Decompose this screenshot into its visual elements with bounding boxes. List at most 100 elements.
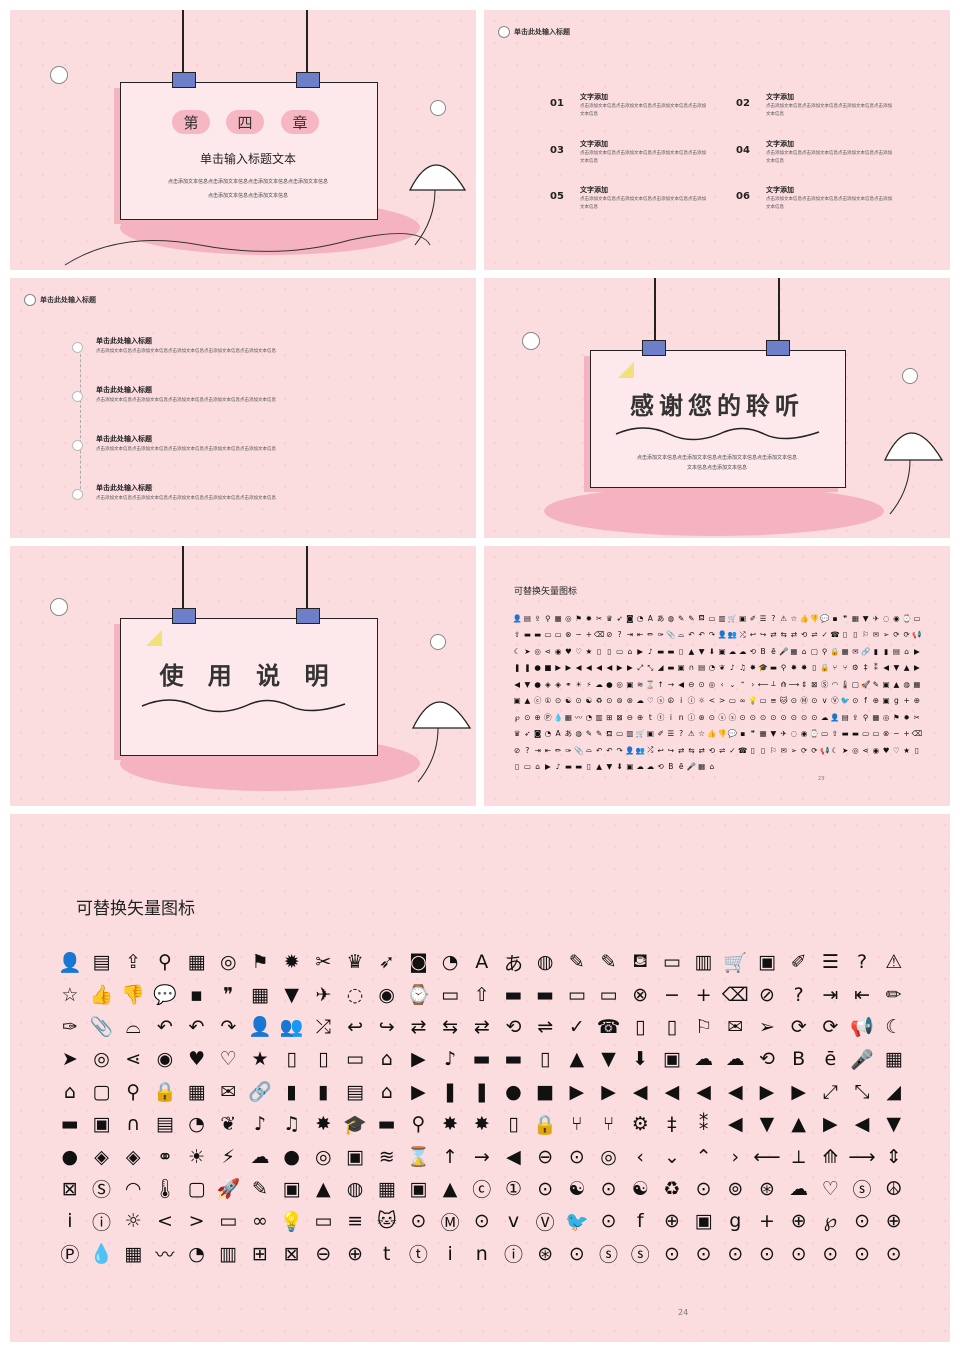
vector-icon: 💡: [279, 1210, 304, 1233]
vector-icon: ‹: [636, 1145, 645, 1168]
mushroom-icon: [411, 701, 472, 783]
vector-icon: 💧: [89, 1243, 114, 1266]
vector-icon: ◔: [708, 663, 716, 673]
vector-icon: ⊙: [811, 712, 818, 722]
vector-icon: 👤: [717, 630, 727, 640]
thanks-title[interactable]: 感谢您的聆听: [630, 392, 804, 420]
instructions-title[interactable]: 使 用 说 明: [159, 662, 337, 690]
vector-icon: B: [792, 1048, 806, 1071]
vector-icon: ⓢ: [630, 1244, 650, 1267]
vector-icon: ▣: [646, 729, 654, 739]
vector-icon: ⛾: [606, 728, 613, 738]
vector-icon: ▶: [411, 1080, 426, 1103]
vector-icon: ◎: [219, 951, 237, 974]
vector-icon: ⟶: [788, 679, 800, 689]
vector-icon: ⚙: [852, 663, 859, 673]
vector-icon: ↶: [606, 745, 613, 755]
vector-icon: ◉: [156, 1048, 174, 1071]
vector-icon: ☰: [759, 613, 767, 623]
vector-icon: ▯: [318, 1048, 329, 1071]
vector-icon: ?: [793, 983, 804, 1006]
vector-icon: ▬: [667, 663, 675, 673]
vector-icon: 🎓: [758, 663, 768, 673]
timeline-dot: [72, 342, 83, 353]
binder-clip: [766, 340, 790, 356]
vector-icon: i: [447, 1242, 453, 1265]
slide-instructions: 使 用 说 明: [10, 546, 476, 806]
vector-icon: ◎: [315, 1145, 332, 1168]
hanging-string: [778, 278, 780, 342]
vector-icon: ⊕: [872, 696, 880, 706]
vector-icon: ◀: [678, 679, 685, 689]
vector-icon: ♡: [219, 1048, 237, 1071]
triangle-icon: [618, 362, 634, 378]
candy-icon: [24, 294, 36, 306]
title-board: [120, 618, 378, 756]
chapter-line: 点击添加文本信息点击添加文本信息点击添加文本信息点击添加文本信息: [167, 179, 328, 185]
vector-icon: ⇄: [410, 1015, 427, 1038]
vector-icon: ♥: [565, 646, 572, 656]
vector-icon: 👎: [717, 729, 727, 739]
vector-icon: ⊙: [575, 696, 582, 706]
vector-icon: ◎: [708, 679, 716, 689]
vector-icon: ▼: [284, 983, 299, 1006]
vector-icon: ▭: [862, 729, 870, 739]
timeline-dot: [72, 391, 83, 402]
vector-icon: 💬: [727, 729, 738, 739]
vector-icon: ■: [536, 1080, 555, 1103]
vector-icon: ▣: [694, 1210, 713, 1233]
vector-icon: ⚑: [251, 951, 269, 974]
vector-icon: 🌡: [152, 1178, 177, 1201]
vector-icon: ◔: [636, 613, 644, 623]
vector-icon: ⚲: [862, 712, 869, 722]
vector-icon: ◠: [831, 679, 839, 689]
vector-icon: ▣: [92, 1113, 111, 1136]
vector-icon: ❞: [843, 613, 848, 623]
vector-icon: ⟲: [708, 745, 716, 755]
vector-icon: ▬: [841, 729, 849, 739]
vector-icon: ◀: [727, 1113, 743, 1136]
vector-icon: あ: [503, 952, 523, 975]
vector-icon: 💬: [819, 613, 830, 623]
chapter-cloud: 章: [281, 110, 319, 134]
vector-icon: ➤: [61, 1048, 78, 1071]
chapter-title[interactable]: 单击输入标题文本: [199, 152, 296, 166]
vector-icon: ▶: [544, 762, 551, 772]
vector-icon: ⬇: [708, 646, 716, 656]
vector-icon: ✏: [554, 745, 562, 755]
vector-icon: ⇄: [473, 1015, 490, 1038]
vector-icon: 🔗: [860, 646, 871, 656]
vector-icon: f: [864, 696, 867, 706]
title-board: [590, 350, 846, 488]
vector-icon: ⌂: [380, 1048, 393, 1071]
vector-icon: ⌚: [809, 729, 820, 739]
vector-icon: ◔: [188, 1242, 205, 1265]
vector-icon: ⤢: [822, 1080, 838, 1103]
item-text: 点击添加文本信息点击添加文本信息点击添加文本信息点击添加文本信息: [766, 104, 892, 117]
vector-icon: ➤: [841, 745, 849, 755]
vector-icon: ☯: [565, 696, 572, 706]
hanging-string: [654, 278, 656, 342]
vector-icon: ⌫: [721, 983, 749, 1006]
vector-icon: ♪: [444, 1048, 457, 1071]
vector-icon: ↶: [156, 1015, 173, 1038]
chapter-cloud: 第: [172, 110, 210, 134]
vector-icon: ⊙: [854, 1210, 870, 1233]
vector-icon: ❚: [513, 663, 521, 673]
vector-icon: ⟲: [505, 1015, 522, 1038]
vector-icon: ⊙: [780, 712, 787, 722]
vector-icon: ⊙: [770, 712, 777, 722]
icons-title: 可替换矢量图标: [76, 899, 195, 919]
vector-icon: ⊙: [759, 712, 767, 722]
vector-icon: ⇪: [534, 613, 541, 623]
vector-icon: ?: [771, 613, 776, 623]
vector-icon: ▯: [515, 762, 520, 772]
vector-icon: ✐: [790, 951, 807, 974]
vector-icon: ⊙: [537, 1177, 554, 1200]
vector-icon: ▼: [770, 729, 777, 739]
vector-icon: ⌂: [801, 646, 807, 656]
vector-icon: ▭: [523, 762, 531, 772]
vector-icon: ➢: [759, 1015, 775, 1038]
vector-icon: ☾: [513, 646, 521, 656]
vector-icon: ▼: [606, 762, 613, 772]
